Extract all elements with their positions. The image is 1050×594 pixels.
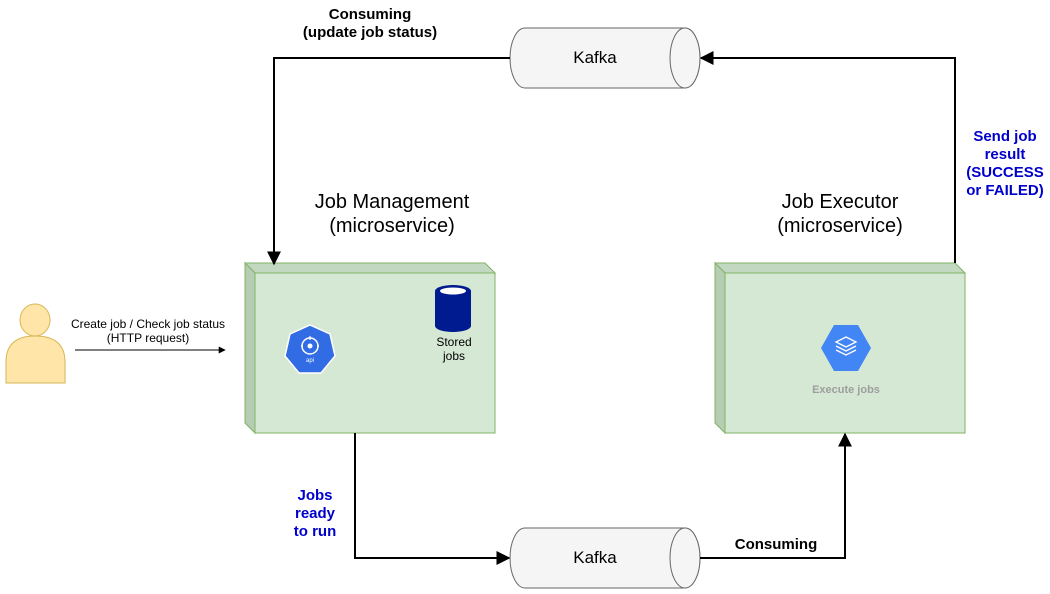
compute-engine-icon: [821, 325, 871, 371]
job-management-title: Job Management (microservice): [314, 191, 470, 237]
kafka-bottom-queue: [509, 527, 701, 589]
kubernetes-api-icon: api: [284, 324, 336, 374]
label-jobs-ready: Jobs ready to run: [293, 487, 337, 540]
kafka-top-label: Kafka: [573, 48, 617, 67]
arrow-kafka-to-management: [267, 57, 510, 266]
kafka-bottom-label: Kafka: [573, 548, 617, 567]
job-executor-title: Job Executor (microservice): [777, 191, 903, 237]
api-icon-text: api: [306, 358, 314, 364]
arrow-kafka-to-executor: [700, 432, 852, 559]
label-send-result: Send job result (SUCCESS or FAILED): [966, 128, 1044, 199]
execute-jobs-label: Execute jobs: [812, 384, 880, 396]
user-icon: [5, 303, 66, 384]
database-icon: [435, 285, 471, 332]
user-request-label: Create job / Check job status (HTTP requ…: [70, 317, 226, 345]
arrow-management-to-kafka: [354, 433, 511, 565]
kafka-top-queue: [509, 27, 701, 89]
label-consuming: Consuming: [734, 536, 818, 553]
label-consuming-update: Consuming (update job status): [302, 6, 438, 41]
stored-jobs-label: Stored jobs: [436, 335, 472, 363]
arrow-executor-to-kafka: [699, 51, 956, 263]
